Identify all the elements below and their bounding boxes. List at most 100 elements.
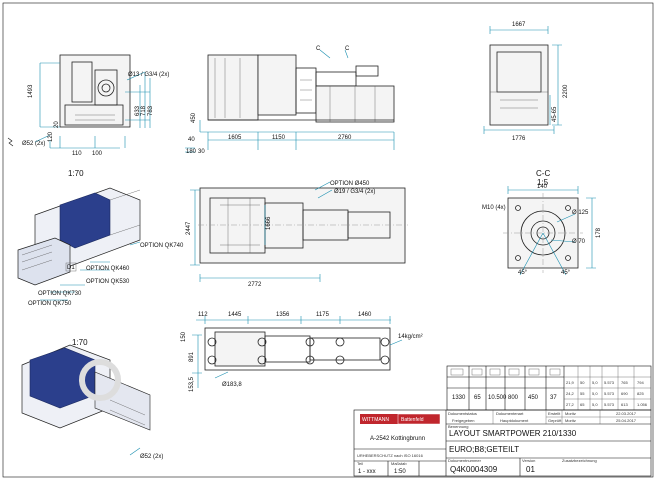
label-d1: D1 xyxy=(67,265,75,271)
dim-found-150: 150 xyxy=(181,331,187,342)
screw-r2-c2: 5,0 xyxy=(592,402,598,407)
dim-left-783: 783 xyxy=(148,105,154,116)
created-by: Moritz xyxy=(565,411,576,416)
dim-right-1776: 1776 xyxy=(512,136,526,142)
dim-right-4565: 45-65 xyxy=(552,106,558,122)
dim-left-d52: Ø52 (2x) xyxy=(22,141,45,147)
title-block xyxy=(353,409,652,477)
dim-plan-option: OPTION Ø450 xyxy=(330,181,370,187)
spec-val-4: 450 xyxy=(528,395,539,401)
version-label: Version xyxy=(522,458,535,463)
dim-center-30: 30 xyxy=(198,149,205,155)
extra-label: Zusatzbezeichnung xyxy=(562,458,597,463)
part-no: 1 - xxx xyxy=(358,469,376,475)
electric-icon xyxy=(7,137,14,147)
checked-label: Geprüft xyxy=(548,418,562,423)
side-view-center xyxy=(185,49,395,153)
end-view-right xyxy=(483,26,562,134)
screw-r0-c3: 5.573 xyxy=(604,380,615,385)
wittmann-logo xyxy=(360,414,398,424)
docno-label: Dokumentnummer xyxy=(448,458,482,463)
screw-r0-c1: 50 xyxy=(580,380,585,385)
dim-plan-1666: 1666 xyxy=(266,216,272,230)
iso-view-lower xyxy=(21,344,151,456)
copyright-note: URHEBERSCHUTZ nach ISO 16016 xyxy=(357,453,424,458)
screw-r2-c3: 5.573 xyxy=(604,402,615,407)
battenfeld-logo xyxy=(397,413,441,425)
checked-date: 25.04.2017 xyxy=(616,418,637,423)
part-no-label: Teil xyxy=(357,461,363,466)
dim-plan-2772: 2772 xyxy=(248,282,262,288)
watermark-gear-icon xyxy=(79,359,121,401)
scale-value: 1:50 xyxy=(394,469,406,475)
iso-lower-scale: 1:70 xyxy=(72,338,88,347)
dim-plan-pipe: Ø19 / G3/4 (2x) xyxy=(334,189,375,195)
section-cc-title: C-C xyxy=(536,169,550,178)
dim-cc-m10: M10 (4x) xyxy=(482,205,506,211)
spec-val-1: 65 xyxy=(474,395,481,401)
screw-r2-c0: 27,2 xyxy=(566,402,575,407)
screw-r1-c5: 825 xyxy=(637,391,644,396)
checked-by: Moritz xyxy=(565,418,576,423)
foundation-view xyxy=(192,316,403,388)
dim-cc-45b: 45° xyxy=(561,270,571,276)
dim-cc-45a: 45° xyxy=(518,270,528,276)
dim-center-40: 40 xyxy=(188,137,195,143)
plan-view xyxy=(190,181,408,282)
option-qk750: OPTION QK750 xyxy=(28,301,72,307)
dim-right-1667: 1667 xyxy=(512,22,526,28)
screw-r2-c4: 613 xyxy=(621,402,628,407)
clamp-force-icon xyxy=(450,368,464,376)
dim-found-load: 14kg/cm² xyxy=(398,334,423,340)
dim-left-718: 718 xyxy=(141,105,147,116)
dim-found-1535: 153,5 xyxy=(189,376,195,392)
dim-left-20: 20 xyxy=(54,121,60,128)
drawing-title-line1: LAYOUT SMARTPOWER 210/1330 xyxy=(449,429,577,438)
screw-r1-c3: 5.573 xyxy=(604,391,615,396)
oil-volume-icon xyxy=(508,368,520,376)
dim-plan-2447: 2447 xyxy=(186,221,192,235)
subject-label: Benennung xyxy=(448,424,468,429)
dim-center-450: 450 xyxy=(191,112,197,123)
front-view-left xyxy=(34,54,151,149)
dim-right-2200: 2200 xyxy=(563,84,569,98)
address: A-2542 Kottingbrunn xyxy=(370,436,425,442)
screw-r1-c2: 5,0 xyxy=(592,391,598,396)
scale-label: Maßstab xyxy=(391,461,407,466)
dim-cc-70: Ø 70 xyxy=(572,239,586,245)
dim-left-633: 633 xyxy=(135,105,141,116)
doc-status-label: Dokumentstatus xyxy=(448,411,477,416)
created-label: Erstellt xyxy=(548,411,561,416)
logo-text-left: WITTMANN xyxy=(362,417,389,423)
dim-left-120: 120 xyxy=(48,131,54,142)
spec-val-3: 800 xyxy=(508,395,519,401)
dim-center-1150: 1150 xyxy=(272,135,286,141)
iso-upper-scale: 1:70 xyxy=(68,169,84,178)
iso-view-upper xyxy=(17,187,141,301)
screw-r1-c0: 24,2 xyxy=(566,391,575,396)
doc-status: Freigegeben xyxy=(452,418,474,423)
spec-val-0: 1330 xyxy=(452,395,466,401)
dim-left-110: 110 xyxy=(72,151,82,157)
dim-center-2760: 2760 xyxy=(338,135,352,141)
dim-found-891: 891 xyxy=(189,351,195,362)
sheet-frame xyxy=(2,2,654,478)
screw-r1-c1: 55 xyxy=(580,391,585,396)
option-qk740: OPTION QK740 xyxy=(140,243,184,249)
option-qk530: OPTION QK530 xyxy=(86,279,130,285)
version-value: 01 xyxy=(526,465,535,474)
option-qk460: OPTION QK460 xyxy=(86,266,130,272)
dim-found-d1838: Ø183,8 xyxy=(222,382,242,388)
dim-iso-lower-d52: Ø52 (2x) xyxy=(140,454,163,460)
dim-center-1605: 1605 xyxy=(228,135,242,141)
d1-box xyxy=(65,262,77,272)
screw-r2-c5: 1.056 xyxy=(637,402,648,407)
dim-found-1175: 1175 xyxy=(316,312,330,318)
option-qk730: OPTION QK730 xyxy=(38,291,82,297)
dim-left-pipe: Ø13 / G3/4 (2x) xyxy=(128,72,169,78)
tonnage-icon xyxy=(471,368,483,376)
dim-found-1445: 1445 xyxy=(228,312,242,318)
dim-cc-125: Ø 125 xyxy=(572,210,589,216)
doc-type-label: Dokumentenart xyxy=(496,411,524,416)
